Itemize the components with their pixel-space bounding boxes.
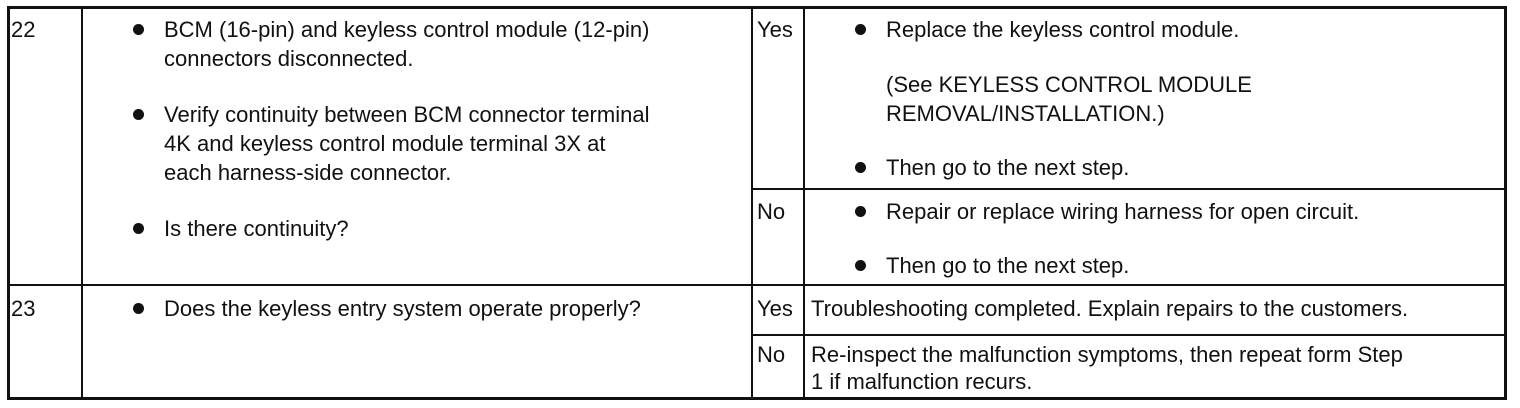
step-number: 22 [11,17,36,42]
bullet-icon [855,206,866,217]
step-number: 23 [11,296,36,321]
answer-divider-23 [752,334,1506,336]
no-label: No [757,199,786,224]
check-text: BCM (16-pin) and keyless control module … [164,17,650,42]
bullet-icon [133,303,144,314]
column-divider-answer [803,7,805,399]
result-text: 1 if malfunction recurs. [811,369,1033,394]
check-text: Does the keyless entry system operate pr… [164,296,641,321]
check-text: Verify continuity between BCM connector … [164,102,650,127]
column-divider-check [751,7,753,399]
action-text: Then go to the next step. [886,155,1130,180]
bullet-icon [133,24,144,35]
troubleshooting-table [7,6,1507,400]
bullet-icon [133,109,144,120]
no-label: No [757,342,786,367]
reference-note: REMOVAL/INSTALLATION.) [886,101,1165,126]
reference-note: (See KEYLESS CONTROL MODULE [886,72,1252,97]
bullet-icon [133,223,144,234]
check-text: 4K and keyless control module terminal 3… [164,131,606,156]
check-text: each harness-side connector. [164,160,452,185]
column-divider-step [81,7,83,399]
check-text: Is there continuity? [164,216,349,241]
yes-label: Yes [757,296,793,321]
action-text: Then go to the next step. [886,253,1130,278]
action-text: Replace the keyless control module. [886,17,1240,42]
answer-divider-22 [752,188,1506,190]
bullet-icon [855,260,866,271]
check-text: connectors disconnected. [164,46,414,71]
result-text: Troubleshooting completed. Explain repai… [811,296,1409,321]
row-divider [8,284,1506,286]
action-text: Repair or replace wiring harness for ope… [886,199,1360,224]
bullet-icon [855,24,866,35]
yes-label: Yes [757,17,793,42]
result-text: Re-inspect the malfunction symptoms, the… [811,342,1403,367]
bullet-icon [855,162,866,173]
